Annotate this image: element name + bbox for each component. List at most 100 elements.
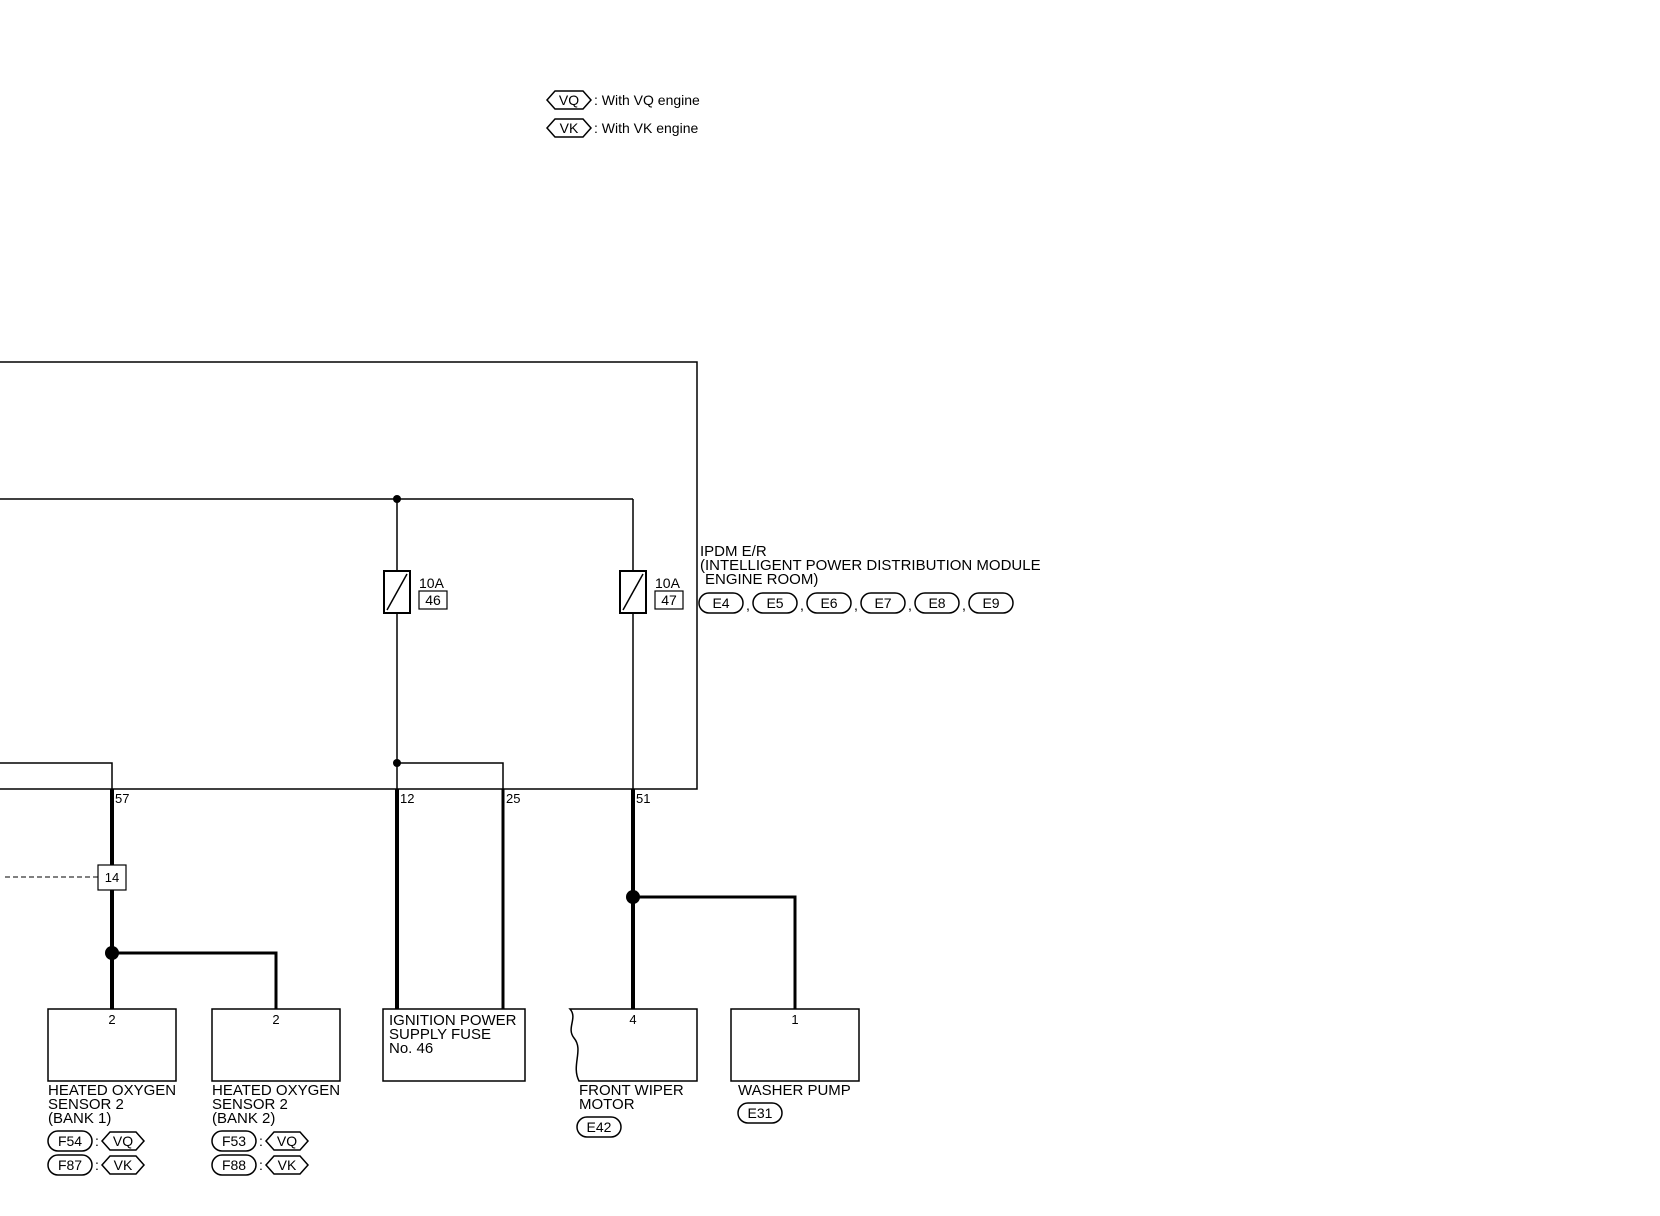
hos-bank1-tag-vk-text: VK	[114, 1157, 133, 1173]
fuse-46-number-box	[418, 590, 448, 610]
component-hos-bank1: 2 HEATED OXYGEN SENSOR 2 (BANK 1) F54 : …	[47, 1008, 177, 1176]
ipdm-connector-e4-text: E4	[712, 595, 729, 611]
hos-bank2-line2: SENSOR 2	[212, 1096, 288, 1113]
fuse-46-rating: 10A	[419, 575, 445, 591]
hos-bank1-conn-vq	[47, 1130, 93, 1152]
ipdm-connector-sep-3: ,	[854, 597, 858, 613]
legend-vq-text: : With VQ engine	[594, 92, 700, 108]
hos-bank2-pin: 2	[272, 1012, 279, 1027]
ipdm-label: IPDM E/R (INTELLIGENT POWER DISTRIBUTION…	[698, 543, 1041, 614]
ignition-fuse-box	[382, 1008, 526, 1082]
ipdm-connector-e5	[752, 592, 798, 614]
hos-bank1-pin: 2	[108, 1012, 115, 1027]
wire-washer	[633, 895, 797, 1009]
washer-pin: 1	[791, 1012, 798, 1027]
component-front-wiper-motor: 4 FRONT WIPER MOTOR E42	[568, 1008, 698, 1138]
ipdm-connector-e6	[806, 592, 852, 614]
hos-bank1-tag-vk	[100, 1155, 146, 1175]
fuse46-element	[386, 573, 408, 611]
legend: VQ : With VQ engine VK : With VK engine	[545, 90, 700, 138]
washer-connector	[737, 1102, 783, 1124]
legend-vk-tag-text: VK	[560, 120, 579, 136]
ipdm-label-line2: (INTELLIGENT POWER DISTRIBUTION MODULE	[700, 557, 1041, 574]
wiper-line1: FRONT WIPER	[579, 1082, 684, 1099]
ipdm-connector-sep-2: ,	[800, 597, 804, 613]
hos-bank1-box	[47, 1008, 177, 1082]
hos-bank2-conn-vk	[211, 1154, 257, 1176]
ipdm-connector-e7	[860, 592, 906, 614]
washer-pump-box	[730, 1008, 860, 1082]
hos-bank1-line1: HEATED OXYGEN	[48, 1082, 176, 1099]
wire-hos-bank2	[112, 951, 278, 1009]
ipdm-connector-e6-text: E6	[820, 595, 837, 611]
hos-bank2-tag-vq-text: VQ	[277, 1133, 297, 1149]
ipdm-connector-sep-1: ,	[746, 597, 750, 613]
hos-bank2-box	[211, 1008, 341, 1082]
hos-bank1-tag-vq-text: VQ	[113, 1133, 133, 1149]
wiper-connector	[576, 1116, 622, 1138]
joint-connector-14-text: 14	[105, 870, 119, 885]
component-washer-pump: 1 WASHER PUMP E31	[730, 1008, 860, 1124]
hos-bank1-sep-vk: :	[95, 1157, 99, 1173]
hos-bank2-conn-vq-text: F53	[222, 1133, 246, 1149]
harness: 14	[5, 789, 797, 1009]
ipdm-outline	[0, 361, 698, 790]
washer-connector-text: E31	[748, 1105, 773, 1121]
hos-bank2-line1: HEATED OXYGEN	[212, 1082, 340, 1099]
component-hos-bank2: 2 HEATED OXYGEN SENSOR 2 (BANK 2) F53 : …	[211, 1008, 341, 1176]
hos-bank2-conn-vq	[211, 1130, 257, 1152]
hos-bank1-conn-vk-text: F87	[58, 1157, 82, 1173]
hos-bank1-line3: (BANK 1)	[48, 1110, 111, 1127]
wiper-motor-box	[568, 1008, 698, 1082]
ignition-fuse-line3: No. 46	[389, 1040, 433, 1057]
hos-bank2-line3: (BANK 2)	[212, 1110, 275, 1127]
fuse-47-rating: 10A	[655, 575, 681, 591]
joint-connector-14	[97, 864, 127, 891]
hos-bank2-tag-vk-text: VK	[278, 1157, 297, 1173]
pin-25: 25	[506, 791, 520, 806]
legend-vq-tag-text: VQ	[559, 92, 579, 108]
ipdm-module: 10A 46 10A 47	[0, 361, 698, 790]
ipdm-connector-e7-text: E7	[874, 595, 891, 611]
fuse-47-number: 47	[661, 592, 677, 608]
component-ignition-fuse: IGNITION POWER SUPPLY FUSE No. 46	[382, 1008, 526, 1082]
hos-bank1-sep-vq: :	[95, 1133, 99, 1149]
fuse-46-number: 46	[425, 592, 441, 608]
legend-vk-tag	[545, 118, 593, 138]
hos-bank2-tag-vq	[264, 1131, 310, 1151]
fuse-47-number-box	[654, 590, 684, 610]
ipdm-connector-e8	[914, 592, 960, 614]
ipdm-connector-e9-text: E9	[982, 595, 999, 611]
wiper-connector-text: E42	[587, 1119, 612, 1135]
hos-bank2-sep-vk: :	[259, 1157, 263, 1173]
pin57-internal-wire	[0, 762, 113, 789]
pin-57: 57	[115, 791, 129, 806]
legend-vk-text: : With VK engine	[594, 120, 698, 136]
fuse47-element	[622, 573, 644, 611]
ipdm-label-line3: ENGINE ROOM)	[705, 571, 818, 588]
ignition-fuse-line1: IGNITION POWER	[389, 1012, 517, 1029]
pin-51: 51	[636, 791, 650, 806]
hos-bank2-conn-vk-text: F88	[222, 1157, 246, 1173]
hos-bank2-tag-vk	[264, 1155, 310, 1175]
hos-bank1-conn-vk	[47, 1154, 93, 1176]
hos-bank1-line2: SENSOR 2	[48, 1096, 124, 1113]
hos-bank1-tag-vq	[100, 1131, 146, 1151]
wiper-line2: MOTOR	[579, 1096, 635, 1113]
ipdm-connector-e4	[698, 592, 744, 614]
ipdm-connector-sep-5: ,	[962, 597, 966, 613]
hos-bank1-conn-vq-text: F54	[58, 1133, 82, 1149]
ipdm-connector-e5-text: E5	[766, 595, 783, 611]
ipdm-label-line1: IPDM E/R	[700, 543, 767, 560]
pin-12: 12	[400, 791, 414, 806]
hos-bank2-sep-vq: :	[259, 1133, 263, 1149]
pin25-internal-wire	[397, 762, 504, 789]
ipdm-connector-e8-text: E8	[928, 595, 945, 611]
ipdm-connector-sep-4: ,	[908, 597, 912, 613]
wiper-pin: 4	[629, 1012, 636, 1027]
ipdm-connector-e9	[968, 592, 1014, 614]
legend-vq-tag	[545, 90, 593, 110]
washer-line1: WASHER PUMP	[738, 1082, 851, 1099]
ipdm-connectors: E4 , E5 , E6 , E7 , E8 , E9	[698, 592, 1014, 614]
